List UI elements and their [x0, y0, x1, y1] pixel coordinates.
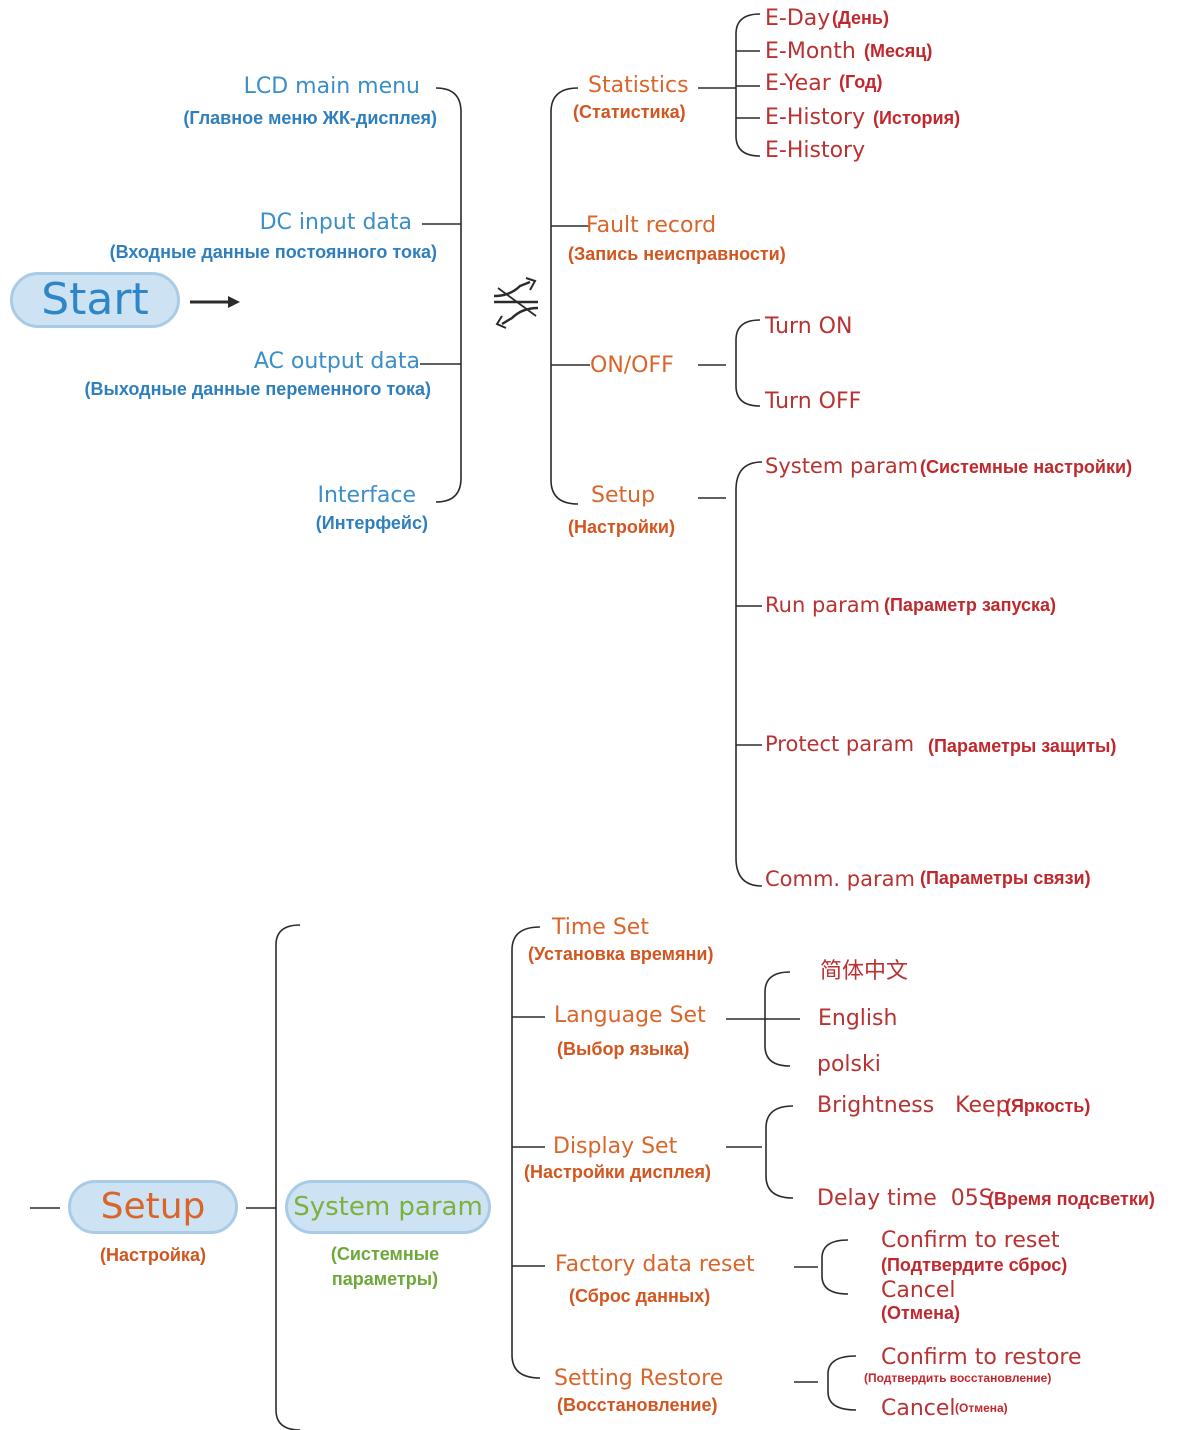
- item-setting-restore[interactable]: Setting Restore: [554, 1366, 724, 1391]
- setup-run-param-ru: (Параметр запуска): [884, 595, 1057, 615]
- submenu-statistics-ru: (Статистика): [573, 102, 686, 122]
- item-factory-reset-ru: (Сброс данных): [569, 1286, 711, 1306]
- item-factory-reset[interactable]: Factory data reset: [555, 1252, 755, 1277]
- statistics-bracket: [735, 13, 761, 157]
- item-time-set[interactable]: Time Set: [552, 915, 649, 940]
- stat-e-year[interactable]: E-Year: [765, 71, 831, 96]
- turn-on-item[interactable]: Turn ON: [765, 314, 853, 339]
- reset-confirm-ru: (Подтвердите сброс): [881, 1255, 1068, 1275]
- stat-e-history-2[interactable]: E-History: [765, 138, 866, 163]
- restore-cancel-ru: (Отмена): [955, 1401, 1008, 1415]
- item-display-set-ru: (Настройки дисплея): [524, 1162, 712, 1182]
- item-time-set-ru: (Установка времяни): [528, 944, 714, 964]
- reset-cancel-ru: (Отмена): [881, 1303, 961, 1323]
- language-english[interactable]: English: [818, 1006, 898, 1031]
- stat-e-day-ru: (День): [832, 8, 889, 28]
- setup-comm-param[interactable]: Comm. param: [765, 867, 915, 891]
- main-menu-bracket: [435, 87, 462, 503]
- setup-protect-param-ru: (Параметры защиты): [928, 736, 1117, 756]
- main-menu-interface[interactable]: Interface: [317, 483, 417, 508]
- setup-pill[interactable]: Setup: [68, 1180, 238, 1234]
- submenu-setup-ru: (Настройки): [568, 517, 675, 537]
- main-menu-dc-ru: (Входные данные постоянного тока): [109, 242, 437, 262]
- display-brightness[interactable]: Brightness Keep: [817, 1093, 1010, 1118]
- setup-system-param-ru: (Системные настройки): [920, 457, 1133, 477]
- start-label: Start: [41, 274, 149, 325]
- item-language-set-ru: (Выбор языка): [557, 1039, 690, 1059]
- stat-e-month[interactable]: E-Month: [765, 39, 856, 64]
- main-menu-ac-ru: (Выходные данные переменного тока): [84, 379, 432, 399]
- submenu-fault-record[interactable]: Fault record: [586, 213, 717, 238]
- setup-pill-ru: (Настройка): [100, 1245, 206, 1265]
- setup-bracket: [735, 461, 763, 887]
- item-language-set[interactable]: Language Set: [554, 1003, 706, 1028]
- submenu-statistics[interactable]: Statistics: [588, 73, 689, 98]
- language-bracket: [764, 971, 791, 1067]
- setup-protect-param[interactable]: Protect param: [765, 732, 915, 756]
- system-param-pill[interactable]: System param: [285, 1180, 491, 1234]
- stat-e-day[interactable]: E-Day: [765, 6, 831, 31]
- stat-e-history[interactable]: E-History: [765, 105, 866, 130]
- system-outer-bracket: [275, 924, 301, 1430]
- stat-e-history-ru: (История): [873, 108, 961, 128]
- display-bracket: [765, 1105, 794, 1199]
- system-param-ru-line1: (Системные: [330, 1244, 440, 1264]
- submenu-fault-record-ru: (Запись неисправности): [568, 244, 786, 264]
- restore-confirm[interactable]: Confirm to restore: [881, 1345, 1082, 1370]
- restore-cancel[interactable]: Cancel: [881, 1396, 956, 1421]
- language-polski[interactable]: polski: [817, 1052, 881, 1077]
- restore-confirm-ru: (Подтвердить восстановление): [864, 1371, 1052, 1385]
- reset-bracket: [821, 1239, 849, 1295]
- main-menu-lcd[interactable]: LCD main menu: [243, 74, 420, 99]
- start-button[interactable]: Start: [10, 272, 180, 328]
- setup-run-param[interactable]: Run param: [765, 593, 881, 617]
- setup-system-param[interactable]: System param: [765, 454, 919, 478]
- reset-confirm[interactable]: Confirm to reset: [881, 1228, 1060, 1253]
- language-chinese[interactable]: 简体中文: [820, 959, 909, 984]
- system-items-bracket: [511, 926, 541, 1379]
- onoff-bracket: [735, 319, 761, 407]
- display-brightness-ru: (Яркость): [1005, 1096, 1091, 1116]
- submenu-setup[interactable]: Setup: [591, 483, 656, 508]
- display-delay-time[interactable]: Delay time 05S: [817, 1186, 993, 1211]
- setup-comm-param-ru: (Параметры связи): [920, 868, 1091, 888]
- main-menu-ac[interactable]: AC output data: [253, 349, 420, 374]
- submenu-bracket: [550, 87, 579, 505]
- turn-off-item[interactable]: Turn OFF: [765, 389, 862, 414]
- reset-cancel[interactable]: Cancel: [881, 1278, 956, 1303]
- main-menu-interface-ru: (Интерфейс): [315, 513, 428, 533]
- system-param-pill-label: System param: [293, 1192, 483, 1222]
- item-display-set[interactable]: Display Set: [553, 1134, 678, 1159]
- stat-e-month-ru: (Месяц): [864, 41, 933, 61]
- item-setting-restore-ru: (Восстановление): [557, 1395, 718, 1415]
- main-menu-lcd-ru: (Главное меню ЖК-дисплея): [183, 108, 437, 128]
- stat-e-year-ru: (Год): [839, 72, 883, 92]
- display-delay-time-ru: (Время подсветки): [988, 1189, 1155, 1209]
- setup-pill-label: Setup: [100, 1186, 206, 1227]
- restore-bracket: [827, 1355, 857, 1411]
- start-arrow-head: [228, 296, 240, 308]
- system-param-ru-line2: параметры): [331, 1269, 439, 1289]
- swap-arrows-icon: [493, 277, 539, 329]
- main-menu-dc[interactable]: DC input data: [259, 210, 412, 235]
- submenu-onoff[interactable]: ON/OFF: [590, 353, 674, 378]
